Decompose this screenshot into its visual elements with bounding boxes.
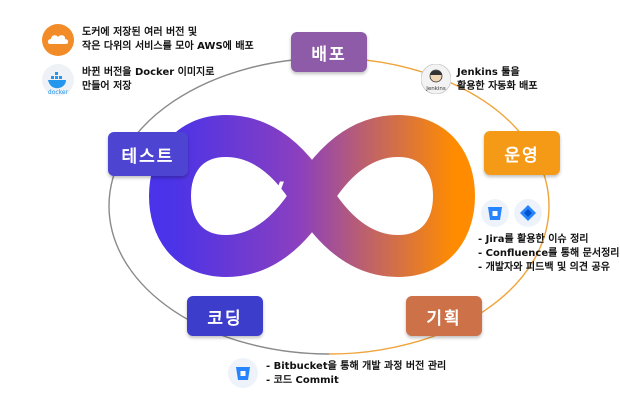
docker-icon-label: docker xyxy=(48,89,69,96)
operations-note: - Jira를 활용한 이슈 정리 - Confluence를 통해 문서정리 … xyxy=(478,233,619,275)
note-line: - Confluence를 통해 문서정리 xyxy=(478,248,620,259)
note-line: - Bitbucket을 통해 개발 과정 버전 관리 xyxy=(266,361,447,372)
dev-logo-text: DEV xyxy=(236,178,285,202)
note-line: - Jira를 활용한 이슈 정리 xyxy=(478,234,589,245)
infinity-loop xyxy=(149,115,475,277)
jenkins-icon-label: Jenkins xyxy=(425,86,446,92)
stage-deploy: 배포 xyxy=(291,32,367,72)
note-line: 도커에 저장된 여러 버전 및 xyxy=(82,27,198,38)
note-line: 작은 다위의 서비스를 모아 AWS에 배포 xyxy=(82,41,254,52)
stage-testing: 테스트 xyxy=(108,132,188,176)
jenkins-icon: Jenkins xyxy=(420,63,452,95)
bitbucket-icon xyxy=(228,358,258,388)
aws-deploy-note: 도커에 저장된 여러 버전 및 작은 다위의 서비스를 모아 AWS에 배포 xyxy=(82,26,254,54)
note-line: 활용한 자동화 배포 xyxy=(457,81,538,92)
note-line: 바뀐 버전을 Docker 이미지로 xyxy=(82,67,215,78)
jira-icon xyxy=(514,199,542,227)
note-line: 만들어 저장 xyxy=(82,81,132,92)
jenkins-note: Jenkins 툴을 활용한 자동화 배포 xyxy=(457,66,538,94)
cycle-path-left xyxy=(108,57,330,355)
stage-coding: 코딩 xyxy=(187,296,263,336)
ops-logo-text: Ops xyxy=(366,178,412,202)
aws-cloud-icon xyxy=(42,24,74,56)
docker-note: 바뀐 버전을 Docker 이미지로 만들어 저장 xyxy=(82,66,214,94)
note-line: - 개발자와 피드백 및 의견 공유 xyxy=(478,262,610,273)
stage-operations: 운영 xyxy=(484,131,560,175)
note-line: - 코드 Commit xyxy=(266,375,339,386)
stage-planning: 기획 xyxy=(406,296,482,336)
note-line: Jenkins 툴을 xyxy=(457,67,520,78)
bitbucket-icon xyxy=(481,199,509,227)
bitbucket-note: - Bitbucket을 통해 개발 과정 버전 관리 - 코드 Commit xyxy=(266,360,446,388)
docker-icon: docker xyxy=(42,64,74,96)
